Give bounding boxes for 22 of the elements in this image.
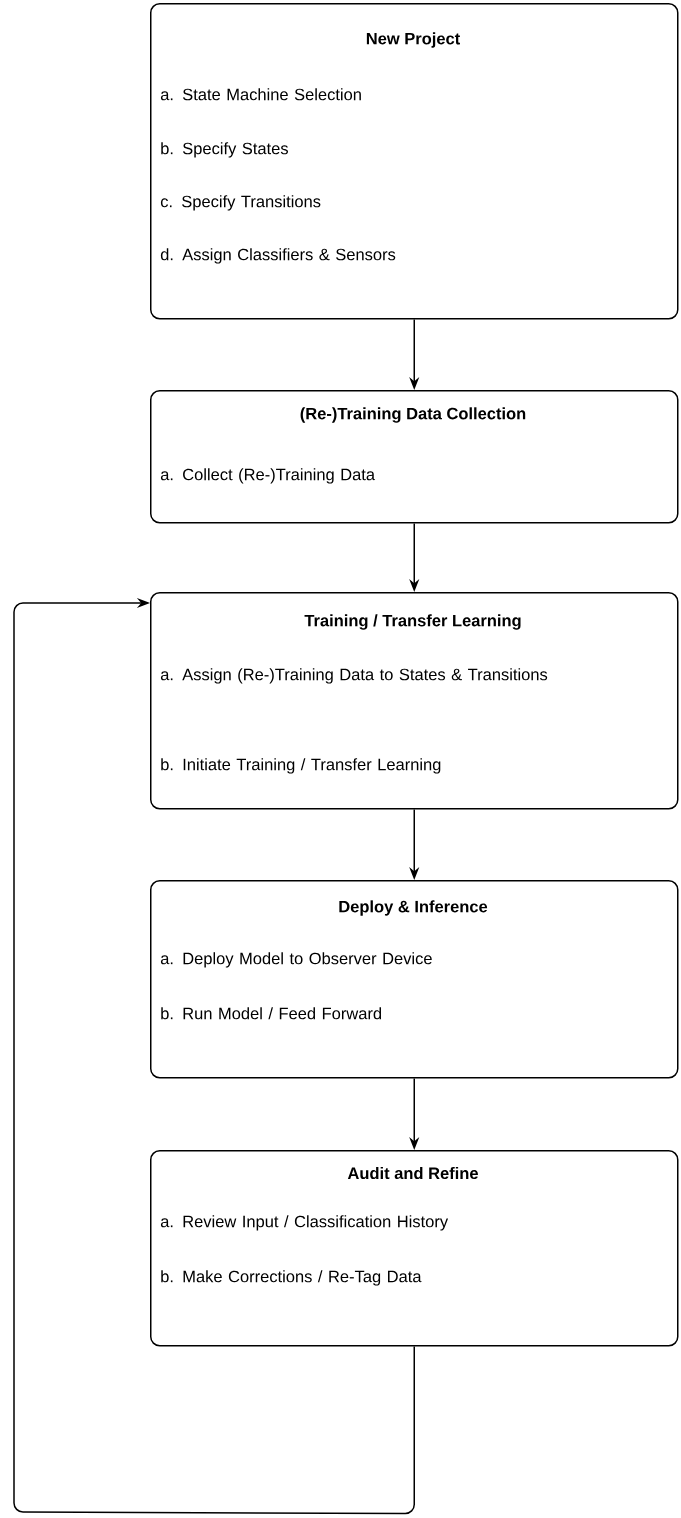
process-box [150,880,679,1079]
list-item: a. Assign (Re-)Training Data to States & Transitions [160,668,548,684]
list-item: a. Deploy Model to Observer Device [160,952,432,968]
box-heading: Deploy & Inference [339,900,488,916]
process-box [150,3,679,320]
process-box [150,592,679,810]
list-item: b. Initiate Training / Transfer Learning [161,758,441,774]
list-item: b. Make Corrections / Re-Tag Data [161,1270,422,1286]
list-item: b. Run Model / Feed Forward [161,1007,382,1020]
list-item: c. Specify Transitions [160,195,321,211]
box-heading: Audit and Refine [347,1166,478,1180]
list-item: a. Review Input / Classification History [160,1215,449,1231]
process-box [150,1150,679,1347]
box-heading: Training / Transfer Learning [304,614,521,630]
list-item: a. State Machine Selection [160,88,361,101]
arrow [13,597,415,1515]
box-heading: (Re-)Training Data Collection [300,407,526,423]
process-box [150,390,679,524]
list-item: b. Specify States [161,142,288,158]
box-heading: New Project [366,32,460,48]
list-item: d. Assign Classifiers & Sensors [160,248,396,264]
list-item: a. Collect (Re-)Training Data [160,468,376,484]
